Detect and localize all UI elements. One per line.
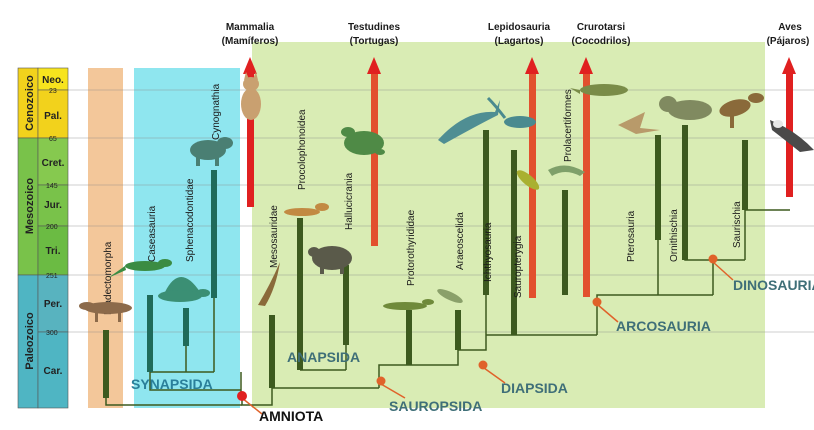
- bar-caseasauria: [147, 295, 153, 372]
- taxon-prolacertiformes: Prolacertiformes: [563, 89, 574, 162]
- age-145: 145: [46, 183, 58, 190]
- period-jur: Jur.: [44, 200, 62, 211]
- bar-protorothyrididae: [406, 310, 412, 365]
- taxon-sauropterygia: Sauropterygia: [513, 235, 524, 298]
- label-aves: Aves: [778, 22, 802, 33]
- arrow-crurotarsi-shaft: [583, 72, 590, 297]
- label-crurotarsi-common: (Cocodrilos): [572, 36, 631, 47]
- era-label-cenozoico: Cenozoico: [24, 75, 36, 131]
- node-amniota: [237, 391, 247, 401]
- clade-anapsida: ANAPSIDA: [287, 349, 360, 365]
- clade-sauropsida: SAUROPSIDA: [389, 398, 482, 414]
- taxon-caseasauria: Caseasauria: [147, 205, 158, 262]
- bar-prolacertiformes: [562, 190, 568, 295]
- age-23: 23: [49, 88, 57, 95]
- taxon-pterosauria: Pterosauria: [626, 210, 637, 262]
- era-label-mesozoico: Mesozoico: [24, 178, 36, 235]
- bar-procolophonoidea: [297, 218, 303, 370]
- node-dinosauria: [709, 255, 718, 264]
- era-label-paleozoico: Paleozoico: [24, 312, 36, 370]
- taxon-procolophonoidea: Procolophonoidea: [297, 109, 308, 190]
- bar-diadectomorpha: [103, 330, 109, 398]
- bar-cynognathia: [211, 170, 217, 298]
- label-mammalia: Mammalia: [226, 22, 275, 33]
- label-lepidosauria-common: (Lagartos): [495, 36, 544, 47]
- age-200: 200: [46, 224, 58, 231]
- bar-pterosauria: [655, 135, 661, 240]
- bar-ornithischia: [682, 125, 688, 260]
- bar-mesosauridae: [269, 315, 275, 388]
- label-aves-common: (Pájaros): [767, 36, 810, 47]
- clade-diapsida: DIAPSIDA: [501, 380, 568, 396]
- taxon-saurischia: Saurischia: [732, 201, 743, 248]
- label-lepidosauria: Lepidosauria: [488, 22, 551, 33]
- taxon-protorothyrididae: Protorothyrididae: [406, 209, 417, 286]
- node-sauropsida: [377, 377, 386, 386]
- label-testudines-common: (Tortugas): [350, 36, 399, 47]
- geologic-timescale: Cenozoico Mesozoico Paleozoico Neo. Pal.…: [18, 68, 68, 408]
- clade-arcosauria: ARCOSAURIA: [616, 318, 711, 334]
- age-65: 65: [49, 136, 57, 143]
- label-testudines: Testudines: [348, 22, 400, 33]
- period-per: Per.: [44, 299, 63, 310]
- node-arcosauria: [593, 298, 602, 307]
- arrow-testudines-shaft: [371, 72, 378, 246]
- arrow-aves-head: [782, 57, 796, 74]
- taxon-ichthyosauria: Ichthyosauria: [483, 222, 494, 282]
- taxon-cynognathia: Cynognathia: [211, 83, 222, 140]
- taxon-hallucicrania: Hallucicrania: [344, 172, 355, 230]
- label-mammalia-common: (Mamíferos): [222, 36, 279, 47]
- taxon-araeoscelida: Araeoscelida: [455, 212, 466, 270]
- age-251: 251: [46, 273, 58, 280]
- taxon-ornithischia: Ornithischia: [669, 209, 680, 262]
- bar-hallucicrania: [343, 265, 349, 345]
- bar-sphenacodontidae: [183, 308, 189, 346]
- node-diapsida: [479, 361, 488, 370]
- taxon-mesosauridae: Mesosauridae: [269, 205, 280, 268]
- bar-saurischia: [742, 140, 748, 210]
- label-crurotarsi: Crurotarsi: [577, 22, 626, 33]
- period-pal: Pal.: [44, 111, 62, 122]
- age-300: 300: [46, 330, 58, 337]
- period-cret: Cret.: [42, 158, 65, 169]
- period-car: Car.: [44, 366, 63, 377]
- clade-synapsida: SYNAPSIDA: [131, 376, 213, 392]
- bar-araeoscelida: [455, 310, 461, 350]
- clade-amniota: AMNIOTA: [259, 408, 323, 424]
- period-neo: Neo.: [42, 75, 64, 86]
- clade-dinosauria: DINOSAURIA: [733, 277, 814, 293]
- taxon-sphenacodontidae: Sphenacodontidae: [185, 178, 196, 262]
- period-tri: Tri.: [45, 246, 60, 257]
